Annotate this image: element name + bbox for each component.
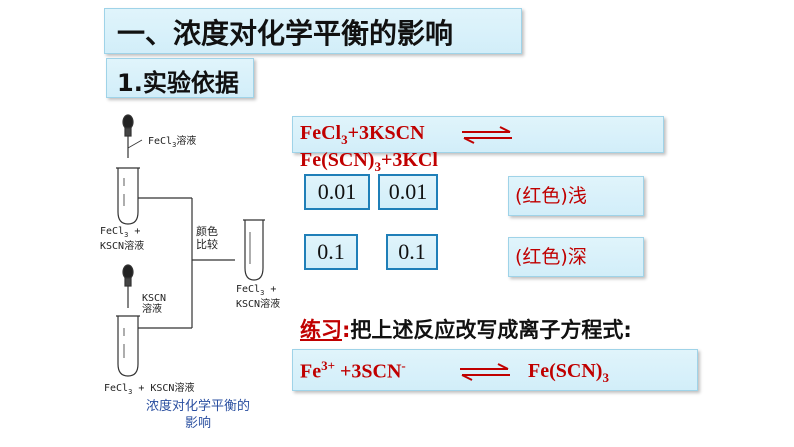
fecl3-solution-label: FeCl3溶液 (148, 136, 197, 149)
practice-text: 把上述反应改写成离子方程式: (350, 318, 632, 342)
equilibrium-arrow-icon-2 (460, 363, 510, 381)
test-tube-3 (117, 316, 139, 377)
color-result-light: (红色)浅 (508, 176, 644, 216)
value-box-row1-a: 0.01 (304, 174, 370, 210)
equilibrium-arrow-icon (462, 126, 512, 144)
value-box-row1-b: 0.01 (378, 174, 438, 210)
section-subtitle: 1.实验依据 (117, 69, 239, 97)
page-title: 一、浓度对化学平衡的影响 (117, 17, 454, 50)
equation-2-product: Fe(SCN)3 (528, 360, 609, 385)
practice-label: 练习 (300, 318, 342, 342)
tube-right-label: FeCl3 + KSCN溶液 (236, 284, 281, 310)
equation-1-products: Fe(SCN)3+3KCl (300, 149, 438, 174)
title-banner: 一、浓度对化学平衡的影响 (104, 8, 522, 54)
test-tube-right (244, 220, 264, 281)
color-result-deep: (红色)深 (508, 237, 644, 277)
tube1-label: FeCl3 + KSCN溶液 (100, 226, 145, 252)
diagram-caption: 浓度对化学平衡的影响 (145, 399, 250, 431)
dropper-icon-top (122, 114, 143, 158)
equation-1-box (292, 116, 664, 153)
value-box-row2-b: 0.1 (386, 234, 438, 270)
dropper-icon-bottom (122, 264, 134, 308)
equation-1-reactants: FeCl3+3KSCN (300, 122, 425, 147)
color-compare-label: 颜色比较 (196, 225, 218, 251)
equation-2-reactants: Fe3+ +3SCN- (300, 358, 406, 383)
experiment-diagram (116, 114, 265, 377)
subtitle-banner: 1.实验依据 (106, 58, 254, 98)
value-box-row2-a: 0.1 (304, 234, 358, 270)
tube3-label: FeCl3 + KSCN溶液 (104, 383, 195, 396)
practice-prompt: 练习:把上述反应改写成离子方程式: (300, 318, 632, 342)
test-tube-1 (117, 168, 139, 225)
